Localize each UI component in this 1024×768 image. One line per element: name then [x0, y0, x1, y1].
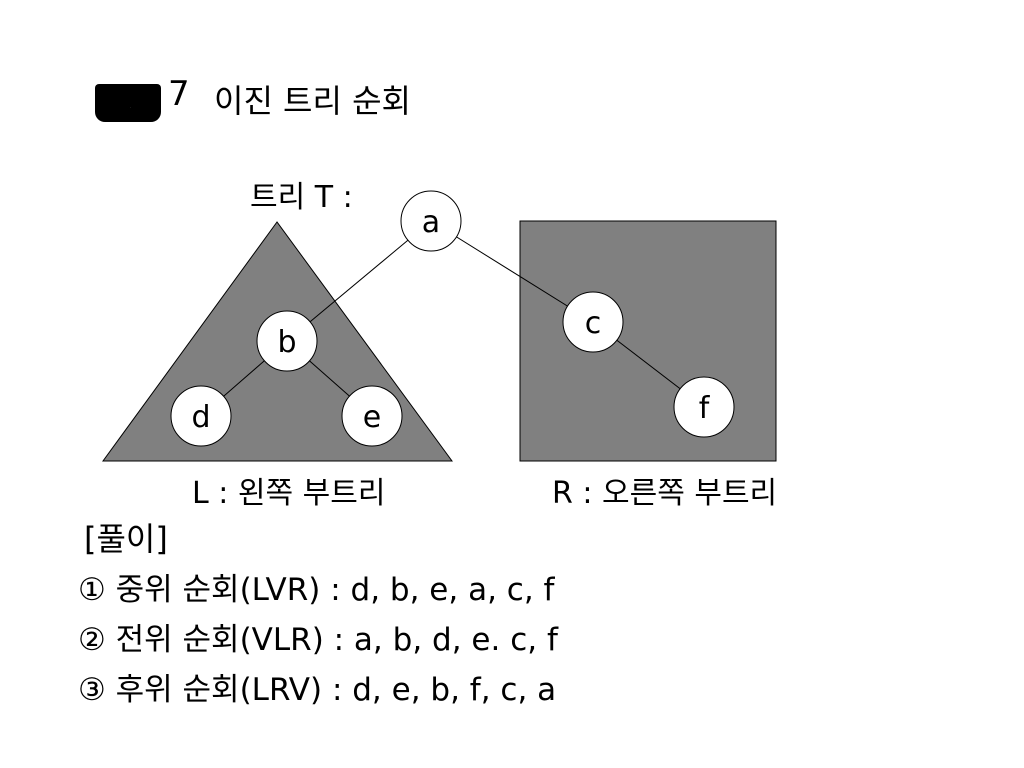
- tree-node-f: f: [673, 376, 735, 438]
- solution-preorder: ② 전위 순회(VLR) : a, b, d, e. c, f: [78, 622, 558, 658]
- example-number: 7: [168, 74, 190, 114]
- tree-node-c: c: [562, 291, 624, 353]
- edge-a-c: [430, 220, 594, 323]
- solution-inorder: ① 중위 순회(LVR) : d, b, e, a, c, f: [78, 572, 555, 608]
- page-title: 이진 트리 순회: [214, 82, 411, 120]
- badge-background: [95, 84, 161, 122]
- tree-node-a: a: [400, 190, 462, 252]
- left-subtree-label: L : 왼쪽 부트리: [192, 476, 386, 511]
- tree-label: 트리 T :: [250, 180, 353, 215]
- node-label-d: d: [191, 400, 210, 435]
- tree-node-d: d: [170, 385, 232, 447]
- tree-node-e: e: [341, 385, 403, 447]
- edge-a-b: [286, 220, 432, 342]
- right-subtree-label: R : 오른쪽 부트리: [552, 476, 778, 511]
- solution-heading: [풀이]: [84, 520, 168, 558]
- node-label-a: a: [422, 205, 440, 240]
- node-label-b: b: [277, 325, 296, 360]
- solution-postorder: ③ 후위 순회(LRV) : d, e, b, f, c, a: [78, 672, 557, 708]
- right-subtree-box: [519, 220, 777, 462]
- node-label-c: c: [585, 306, 602, 341]
- node-label-f: f: [699, 391, 711, 426]
- badge-text: 예제: [109, 92, 148, 117]
- example-badge: 예제: [95, 84, 161, 124]
- tree-node-b: b: [256, 310, 318, 372]
- node-label-e: e: [363, 400, 381, 435]
